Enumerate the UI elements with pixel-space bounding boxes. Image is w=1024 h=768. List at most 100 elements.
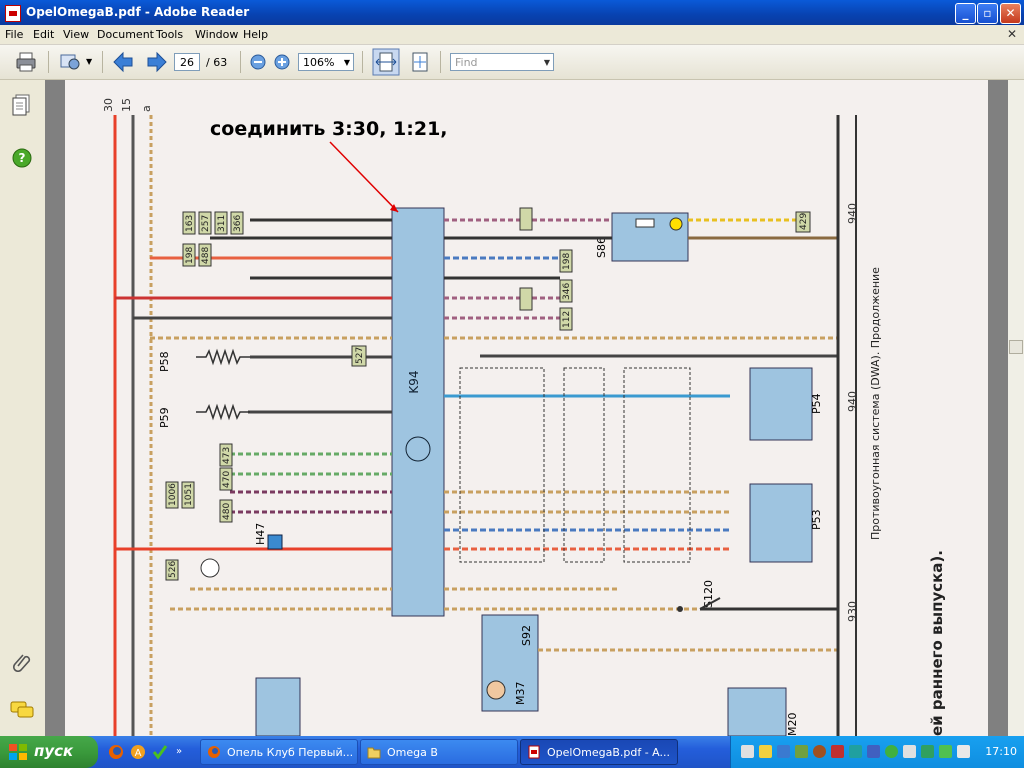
m20-component [727, 687, 787, 736]
wire-code: 163 [185, 215, 195, 232]
taskbar: пуск A » Опель Клуб Первый... Omega B Op… [0, 736, 1024, 768]
collaborate-icon[interactable] [58, 50, 82, 74]
task-adobe-reader[interactable]: OpelOmegaB.pdf - A... [520, 739, 678, 765]
task-omega-folder[interactable]: Omega B [360, 739, 518, 765]
wire-code: 527 [355, 347, 365, 364]
p53-component [749, 483, 813, 563]
wire-code: 470 [222, 471, 232, 488]
tray-media-icon[interactable] [813, 745, 826, 758]
p54-component [749, 367, 813, 441]
tray-security-icon[interactable] [921, 745, 934, 758]
help-icon[interactable]: ? [12, 148, 32, 168]
menu-help[interactable]: Help [243, 28, 269, 41]
s120-label: S120 [702, 580, 715, 608]
fit-width-icon[interactable] [372, 48, 400, 76]
toolbar: ▼ 26 / 63 106% ▼ Find ▼ [0, 45, 1024, 80]
wire-code: 198 [185, 247, 195, 264]
attachments-icon[interactable] [12, 652, 32, 672]
k94-module [391, 207, 445, 617]
diagram-caption: Противоугонная система (DWA). Продолжени… [869, 267, 882, 540]
wire-code: 526 [168, 561, 178, 578]
print-icon[interactable] [14, 50, 38, 74]
wire-code: 429 [799, 213, 809, 230]
k94-label: K94 [407, 370, 421, 393]
m20-label: M20 [786, 713, 799, 737]
close-button[interactable]: ✕ [1000, 3, 1021, 24]
minimize-button[interactable]: _ [955, 3, 976, 24]
p58-label: P58 [158, 351, 171, 372]
tray-volume-icon[interactable] [957, 745, 970, 758]
diagram-caption-partial: ей раннего выпуска). [928, 550, 946, 736]
pdf-page: 30 15 a K94 S86 P54 P53 S92 M37 M20 [65, 80, 988, 736]
row-number: 940 [846, 391, 859, 412]
tray-clock[interactable]: 17:10 [985, 745, 1017, 758]
wire-code: 112 [562, 311, 572, 328]
page-number-input[interactable]: 26 [174, 53, 200, 71]
menu-window[interactable]: Window [195, 28, 239, 41]
menu-bar: File Edit View Document Tools Window Hel… [0, 25, 1024, 45]
document-close-icon[interactable]: ✕ [1006, 27, 1017, 41]
tray-messenger-icon[interactable] [849, 745, 862, 758]
quicklaunch-app-icon[interactable]: A [130, 744, 146, 760]
start-button[interactable]: пуск [0, 736, 98, 768]
quicklaunch-check-icon[interactable] [152, 744, 168, 760]
zoom-in-icon[interactable] [270, 50, 294, 74]
tray-icq-icon[interactable] [885, 745, 898, 758]
title-bar: OpelOmegaB.pdf - Adobe Reader _ ▫ ✕ [0, 0, 1024, 25]
menu-view[interactable]: View [63, 28, 90, 41]
p54-label: P54 [810, 393, 823, 414]
page-total-label: / 63 [206, 56, 228, 69]
wire-code: 473 [222, 447, 232, 464]
menu-edit[interactable]: Edit [33, 28, 55, 41]
annotation-text: соединить 3:30, 1:21, [210, 118, 448, 140]
comments-icon[interactable] [10, 700, 34, 720]
menu-tools[interactable]: Tools [156, 28, 184, 41]
firefox-icon[interactable] [108, 744, 124, 760]
wire-code: 311 [217, 215, 227, 232]
wire-code: 480 [222, 503, 232, 520]
system-tray: 17:10 [730, 736, 1024, 768]
wiring-diagram: 30 15 a K94 S86 P54 P53 S92 M37 M20 [102, 98, 946, 737]
wire-code: 198 [562, 253, 572, 270]
tray-network-icon[interactable] [741, 745, 754, 758]
quicklaunch-more-icon[interactable]: » [176, 746, 183, 757]
tray-antivirus-icon[interactable] [831, 745, 844, 758]
dropdown-arrow-icon[interactable]: ▼ [86, 57, 93, 66]
p53-label: P53 [810, 509, 823, 530]
wire-code: 1051 [184, 483, 194, 506]
find-input[interactable]: Find ▼ [450, 53, 554, 71]
zoom-level-select[interactable]: 106% ▼ [298, 53, 354, 71]
vertical-scrollbar[interactable] [1008, 80, 1024, 736]
tray-app-icon[interactable] [795, 745, 808, 758]
m37-label: M37 [514, 682, 527, 706]
svg-text:A: A [135, 748, 142, 759]
previous-page-icon[interactable] [112, 50, 136, 74]
task-opel-club[interactable]: Опель Клуб Первый... [200, 739, 358, 765]
find-dropdown-icon: ▼ [543, 58, 550, 67]
tray-notes-icon[interactable] [759, 745, 772, 758]
row-number: 940 [846, 203, 859, 224]
tray-connection-icon[interactable] [939, 745, 952, 758]
next-page-icon[interactable] [144, 50, 168, 74]
p59-label: P59 [158, 407, 171, 428]
tray-update-icon[interactable] [867, 745, 880, 758]
adobe-reader-icon [5, 5, 21, 22]
svg-text:?: ? [19, 151, 26, 165]
pages-icon[interactable] [12, 94, 32, 116]
wire-code: 366 [233, 215, 243, 232]
tray-display-icon[interactable] [777, 745, 790, 758]
menu-document[interactable]: Document [97, 28, 154, 41]
wire-code: 257 [201, 215, 211, 232]
navigation-panel: ? [0, 80, 46, 736]
document-gutter-right [988, 80, 1008, 736]
fit-page-icon[interactable] [408, 50, 432, 74]
tray-clipboard-icon[interactable] [903, 745, 916, 758]
menu-file[interactable]: File [5, 28, 24, 41]
wire-code: 1006 [168, 483, 178, 506]
scrollbar-thumb[interactable] [1009, 340, 1023, 354]
zoom-out-icon[interactable] [246, 50, 270, 74]
wire-code: 346 [562, 283, 572, 300]
rail-label-15: 15 [120, 98, 133, 112]
wire-code: 488 [201, 247, 211, 264]
restore-button[interactable]: ▫ [977, 3, 998, 24]
